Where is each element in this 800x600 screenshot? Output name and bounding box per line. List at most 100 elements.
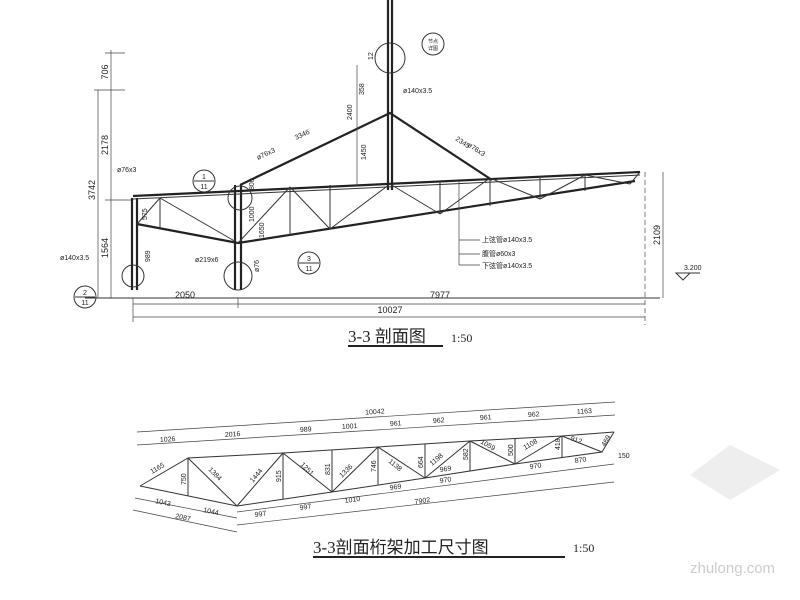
mast-label: ø140x3.5	[403, 88, 432, 95]
callout-2[interactable]: 2 11	[73, 285, 97, 309]
rafter-left-length: 3346	[294, 129, 311, 142]
bottom-dim: 870	[574, 456, 587, 465]
mast-dim-358: 358	[359, 83, 366, 95]
left-brace-label: ø76x3	[117, 167, 137, 174]
top-chord	[132, 170, 641, 198]
mast-dim-12: 12	[368, 52, 375, 60]
dim-7977: 7977	[430, 290, 450, 300]
legend-bottom-chord: 下弦管ø140x3.5	[482, 261, 532, 270]
top-dim: 962	[433, 417, 445, 425]
top-dim: 962	[528, 411, 540, 419]
dim-line	[236, 481, 615, 526]
bottom-dim: 997	[254, 510, 267, 519]
callout-sheet: 11	[200, 184, 207, 191]
diag-dim: 1138	[387, 458, 403, 473]
dim-3742: 3742	[87, 180, 97, 200]
truss-webs	[136, 171, 641, 244]
mid-column-label: ø219x6	[195, 257, 218, 264]
section-title: 3-3 剖面图	[348, 327, 426, 346]
top-dim: 989	[300, 426, 312, 434]
left-dim-575: 575	[142, 208, 149, 220]
bottom-dim: 1044	[203, 507, 220, 517]
vertical-labels: 750 915 831 746 664 582 500 418	[181, 438, 562, 485]
vert-dim: 750	[181, 473, 188, 485]
truss-detail: 10042 1026 2016 989 1001 961 962 961 962…	[132, 401, 630, 558]
vert-dim: 746	[371, 460, 378, 472]
watermark: zhulong.com	[690, 445, 780, 577]
vert-dim: 500	[508, 444, 515, 456]
bottom-dim: 1010	[344, 496, 361, 505]
mid-column	[233, 185, 243, 290]
rafters	[239, 111, 493, 186]
bottom-dim: 1043	[155, 498, 172, 508]
bottom-chord	[136, 179, 636, 245]
dim-line-panels	[136, 414, 616, 446]
top-dim: 961	[480, 414, 492, 422]
callout-number: 2	[83, 290, 87, 297]
detail-circle	[121, 264, 145, 288]
top-dim: 1026	[160, 436, 176, 444]
bottom-dim: 150	[618, 453, 630, 460]
callout-sheet: 11	[305, 266, 312, 273]
bottom-dim: 970	[439, 476, 452, 485]
detail-circle	[227, 185, 253, 211]
diag-dim: 912	[569, 435, 582, 446]
bottom-dim: 970	[529, 462, 542, 471]
top-dim: 1001	[342, 423, 358, 431]
mid-dim-1000: 1000	[249, 206, 256, 222]
legend-top-chord: 上弦管ø140x3.5	[482, 235, 532, 244]
diag-dim: 1108	[523, 438, 540, 452]
dim-line-overall	[136, 401, 616, 433]
mid-dim-800: 800	[249, 178, 256, 190]
watermark-text: zhulong.com	[690, 560, 775, 577]
mid-dim-1650: 1650	[259, 222, 266, 238]
rafter-right-label: ø76x3	[466, 142, 486, 159]
dim-2109: 2109	[652, 225, 662, 245]
diag-dim: 1336	[338, 463, 354, 479]
callout-number: 节点	[428, 39, 438, 45]
callout-number: 1	[202, 174, 206, 181]
section-view: 706 2178 3742 1564 2109 3.200 ø76x3 3346…	[60, 0, 702, 347]
bottom-dim: 969	[439, 465, 452, 474]
mast-dim-2400: 2400	[347, 104, 354, 120]
vert-dim: 664	[418, 456, 425, 468]
mid-brace-label: ø76	[254, 260, 261, 272]
vert-dim: 418	[555, 438, 562, 450]
truss-webs	[187, 435, 603, 507]
diag-dim: 1198	[429, 452, 445, 467]
top-dim: 961	[390, 420, 402, 428]
rafter-left-label: ø76x3	[256, 147, 277, 162]
callout-sheet: 详图	[428, 45, 438, 52]
callout-node-detail[interactable]: 节点 详图	[421, 32, 445, 56]
legend-web: 腹管ø60x3	[482, 249, 516, 258]
dim-1564: 1564	[100, 238, 110, 258]
dim-10027: 10027	[377, 305, 402, 315]
detail-circle	[374, 42, 406, 74]
bottom-dim: 997	[299, 503, 312, 512]
bottom-dim: 2087	[175, 513, 192, 523]
left-dim-989: 989	[145, 250, 152, 262]
elevation-mark-icon	[674, 272, 700, 281]
vert-dim: 582	[463, 448, 470, 460]
dim-706: 706	[100, 64, 110, 79]
top-dim: 1163	[577, 408, 593, 416]
bottom-total: 7902	[414, 497, 431, 506]
dim-2050: 2050	[175, 290, 195, 300]
diag-dim: 469	[601, 434, 613, 448]
mast-dim-1450: 1450	[361, 144, 368, 160]
callout-3[interactable]: 3 11	[297, 251, 321, 275]
callout-1[interactable]: 1 11	[192, 169, 216, 193]
dim-overall: 10042	[365, 408, 385, 416]
bottom-dim: 969	[389, 483, 402, 492]
truss-scale: 1:50	[573, 541, 594, 555]
vert-dim: 915	[276, 470, 283, 482]
truss-title: 3-3剖面桁架加工尺寸图	[313, 538, 489, 557]
top-dim: 2016	[225, 431, 241, 439]
dim-line	[132, 509, 238, 533]
dim-line	[236, 463, 615, 513]
bottom-dims: 997 997 1010 969 970 969 970 870 150 104…	[155, 453, 630, 523]
diagonal-labels: 1165 1384 1444 1251 1336 1138 1198 1059 …	[150, 434, 613, 484]
watermark-logo-icon	[690, 445, 780, 500]
